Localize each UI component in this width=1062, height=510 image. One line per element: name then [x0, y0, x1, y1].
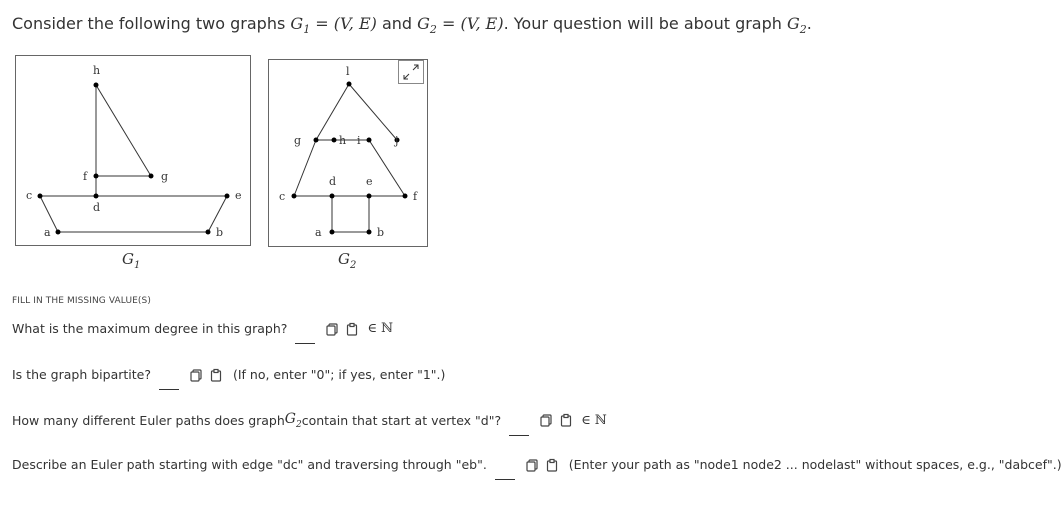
- answer-input-euler-count[interactable]: [509, 421, 530, 436]
- expand-arrows-icon: [403, 64, 419, 80]
- g2-label-g: g: [294, 134, 301, 147]
- g1-label-f: f: [83, 170, 88, 183]
- g2-symbol-q: G2: [284, 411, 302, 430]
- g2-symbol-ref: G2: [786, 14, 807, 37]
- copy-icon[interactable]: [539, 413, 553, 427]
- graph2-caption: G2: [338, 250, 357, 271]
- copy-icon[interactable]: [525, 458, 539, 472]
- g2-def: = (V, E): [436, 14, 504, 33]
- clipboard-icon[interactable]: [559, 413, 573, 427]
- graph1-figure: h f g d c e a b: [26, 64, 242, 239]
- question-text: What is the maximum degree in this graph…: [12, 321, 288, 336]
- section-label: FILL IN THE MISSING VALUE(S): [12, 296, 151, 306]
- g1-symbol: G1: [290, 14, 311, 37]
- g2-label-i: i: [357, 134, 361, 147]
- answer-input-euler-path[interactable]: [494, 465, 515, 480]
- graph2-figure: l g h i j d e c f a b: [279, 65, 418, 239]
- graph1-caption: G1: [122, 250, 141, 271]
- answer-hint: (If no, enter "0"; if yes, enter "1".): [232, 367, 446, 382]
- statement-text-2: . Your question will be about graph: [503, 14, 787, 33]
- g2-label-h: h: [339, 134, 346, 147]
- g2-label-l: l: [346, 65, 350, 78]
- question-bipartite: Is the graph bipartite? (If no, enter "0…: [12, 367, 446, 390]
- expand-icon[interactable]: [398, 60, 424, 84]
- statement-and: and: [376, 14, 418, 33]
- copy-icon[interactable]: [189, 368, 203, 382]
- question-text-pre: How many different Euler paths does grap…: [12, 412, 285, 428]
- answer-hint: (Enter your path as "node1 node2 ... nod…: [568, 457, 1062, 472]
- question-text: Is the graph bipartite?: [12, 367, 151, 382]
- g2-label-e: e: [366, 175, 373, 188]
- question-text: Describe an Euler path starting with edg…: [12, 457, 487, 472]
- question-max-degree: What is the maximum degree in this graph…: [12, 321, 394, 344]
- statement-text: Consider the following two graphs: [12, 14, 291, 33]
- g2-label-a: a: [315, 226, 322, 239]
- clipboard-icon[interactable]: [545, 458, 559, 472]
- g1-label-e: e: [235, 189, 242, 202]
- g2-symbol: G2: [417, 14, 437, 37]
- g1-label-d: d: [93, 201, 100, 214]
- answer-input-bipartite[interactable]: [158, 375, 179, 390]
- g1-label-c: c: [26, 189, 32, 202]
- g1-label-a: a: [44, 226, 51, 239]
- g1-def: = (V, E): [310, 14, 377, 33]
- question-euler-path: Describe an Euler path starting with edg…: [12, 457, 1062, 480]
- answer-input-max-degree[interactable]: [295, 329, 316, 344]
- question-text-post: contain that start at vertex "d"?: [301, 412, 502, 428]
- question-euler-count: How many different Euler paths does grap…: [12, 411, 607, 436]
- natural-numbers-symbol: ∈ ℕ: [581, 412, 607, 428]
- g2-label-b: b: [377, 226, 384, 239]
- g2-label-j: j: [393, 134, 398, 147]
- g1-label-b: b: [216, 226, 223, 239]
- problem-statement: Consider the following two graphs G1 = (…: [12, 14, 812, 36]
- g1-label-g: g: [161, 170, 168, 183]
- g2-label-c: c: [279, 190, 285, 203]
- graph2-panel: l g h i j d e c f a b: [268, 59, 428, 247]
- natural-numbers-symbol: ∈ ℕ: [367, 321, 394, 336]
- clipboard-icon[interactable]: [209, 368, 223, 382]
- g2-label-d: d: [329, 175, 336, 188]
- g2-label-f: f: [413, 190, 418, 203]
- statement-end: .: [806, 14, 812, 33]
- copy-icon[interactable]: [325, 322, 339, 336]
- g1-label-h: h: [93, 64, 100, 77]
- clipboard-icon[interactable]: [345, 322, 359, 336]
- graph1-panel: h f g d c e a b: [15, 55, 251, 246]
